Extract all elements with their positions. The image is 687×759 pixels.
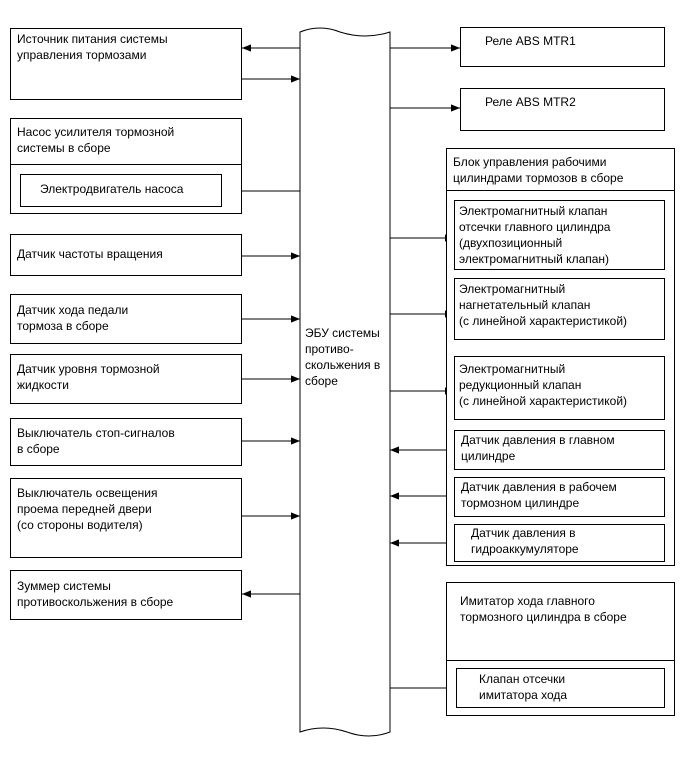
relay-mtr1-label: Реле ABS MTR1	[485, 34, 576, 48]
wheel-pressure-sensor-label: Датчик давления в рабочем тормозном цили…	[461, 480, 617, 510]
speed-sensor-label: Датчик частоты вращения	[17, 247, 163, 261]
actuator-assembly-label: Блок управления рабочими цилиндрами торм…	[453, 155, 624, 185]
skid-control-buzzer-box	[10, 570, 242, 620]
pressure-apply-valve-box	[454, 278, 665, 340]
relay-mtr2-label: Реле ABS MTR2	[485, 95, 576, 109]
pump-motor-label: Электродвигатель насоса	[40, 182, 184, 196]
master-cut-valve-label: Электромагнитный клапан отсечки главного…	[459, 204, 611, 266]
stop-light-switch-box	[10, 418, 242, 466]
door-courtesy-switch-box	[10, 478, 242, 558]
door-courtesy-switch-label: Выключатель освещения проема передней дв…	[17, 486, 158, 532]
power-source-box	[10, 28, 242, 100]
stop-light-switch-label: Выключатель стоп-сигналов в сборе	[17, 426, 175, 456]
simulator-cut-valve-box	[456, 668, 665, 708]
pressure-apply-valve-label: Электромагнитный нагнетательный клапан (…	[459, 282, 628, 328]
wheel-pressure-sensor-box	[454, 477, 665, 517]
relay-mtr1-box	[460, 27, 665, 67]
actuator-divider	[446, 190, 675, 191]
simulator-assembly-label: Имитатор хода главного тормозного цилинд…	[460, 594, 627, 624]
simulator-cut-valve-label: Клапан отсечки имитатора хода	[479, 672, 568, 702]
speed-sensor-box	[10, 234, 242, 276]
simulator-divider	[446, 660, 675, 661]
pump-motor-box	[20, 174, 222, 207]
pedal-stroke-sensor-label: Датчик хода педали тормоза в сборе	[17, 303, 129, 333]
master-pressure-sensor-label: Датчик давления в главном цилиндре	[461, 433, 615, 463]
pressure-reduction-valve-box	[454, 356, 665, 420]
relay-mtr2-box	[460, 88, 665, 131]
booster-pump-divider	[10, 164, 242, 165]
master-pressure-sensor-box	[454, 430, 665, 470]
fluid-level-sensor-label: Датчик уровня тормозной жидкости	[17, 362, 160, 392]
ecu-label: ЭБУ системы противо- скольжения в сборе	[305, 326, 381, 388]
master-cut-valve-box	[454, 200, 665, 270]
ecu-body	[299, 27, 391, 737]
skid-control-buzzer-label: Зуммер системы противоскольжения в сборе	[17, 579, 174, 609]
accumulator-pressure-sensor-box	[454, 524, 665, 562]
booster-pump-label: Насос усилителя тормозной системы в сбор…	[17, 125, 175, 155]
pedal-stroke-sensor-box	[10, 294, 242, 344]
fluid-level-sensor-box	[10, 354, 242, 404]
accumulator-pressure-sensor-label: Датчик давления в гидроаккумуляторе	[471, 526, 579, 556]
power-source-label: Источник питания системы управления торм…	[17, 32, 168, 62]
pressure-reduction-valve-label: Электромагнитный редукционный клапан (с …	[459, 362, 628, 408]
